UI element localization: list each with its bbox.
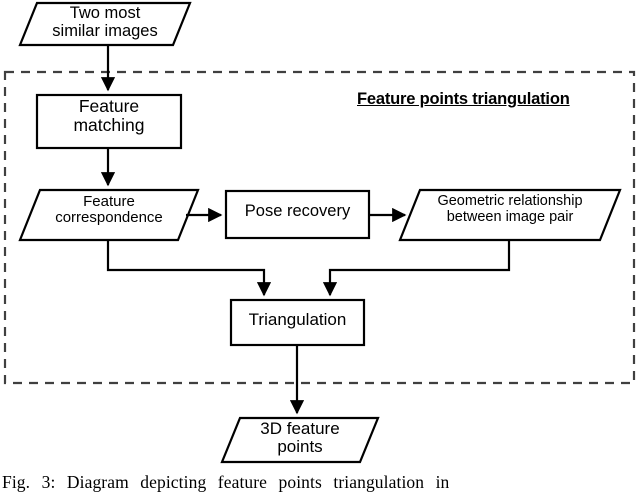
node-feature-correspondence-shape <box>18 188 200 242</box>
node-output-points-shape <box>220 416 380 464</box>
edge-correspondence-to-triangulation <box>106 240 272 297</box>
edge-geometric-to-triangulation <box>322 240 511 297</box>
group-dashed-boundary <box>3 70 636 385</box>
figure-caption-text: Fig. 3: Diagram depicting feature points… <box>2 472 450 492</box>
node-input-images-shape <box>18 1 192 47</box>
figure-caption: Fig. 3: Diagram depicting feature points… <box>0 472 640 493</box>
node-geometric-relationship-shape <box>398 188 622 242</box>
group-title: Feature points triangulation <box>357 90 570 108</box>
node-feature-matching-shape <box>35 93 183 150</box>
node-triangulation-shape <box>229 298 366 347</box>
node-pose-recovery-shape <box>224 189 371 240</box>
